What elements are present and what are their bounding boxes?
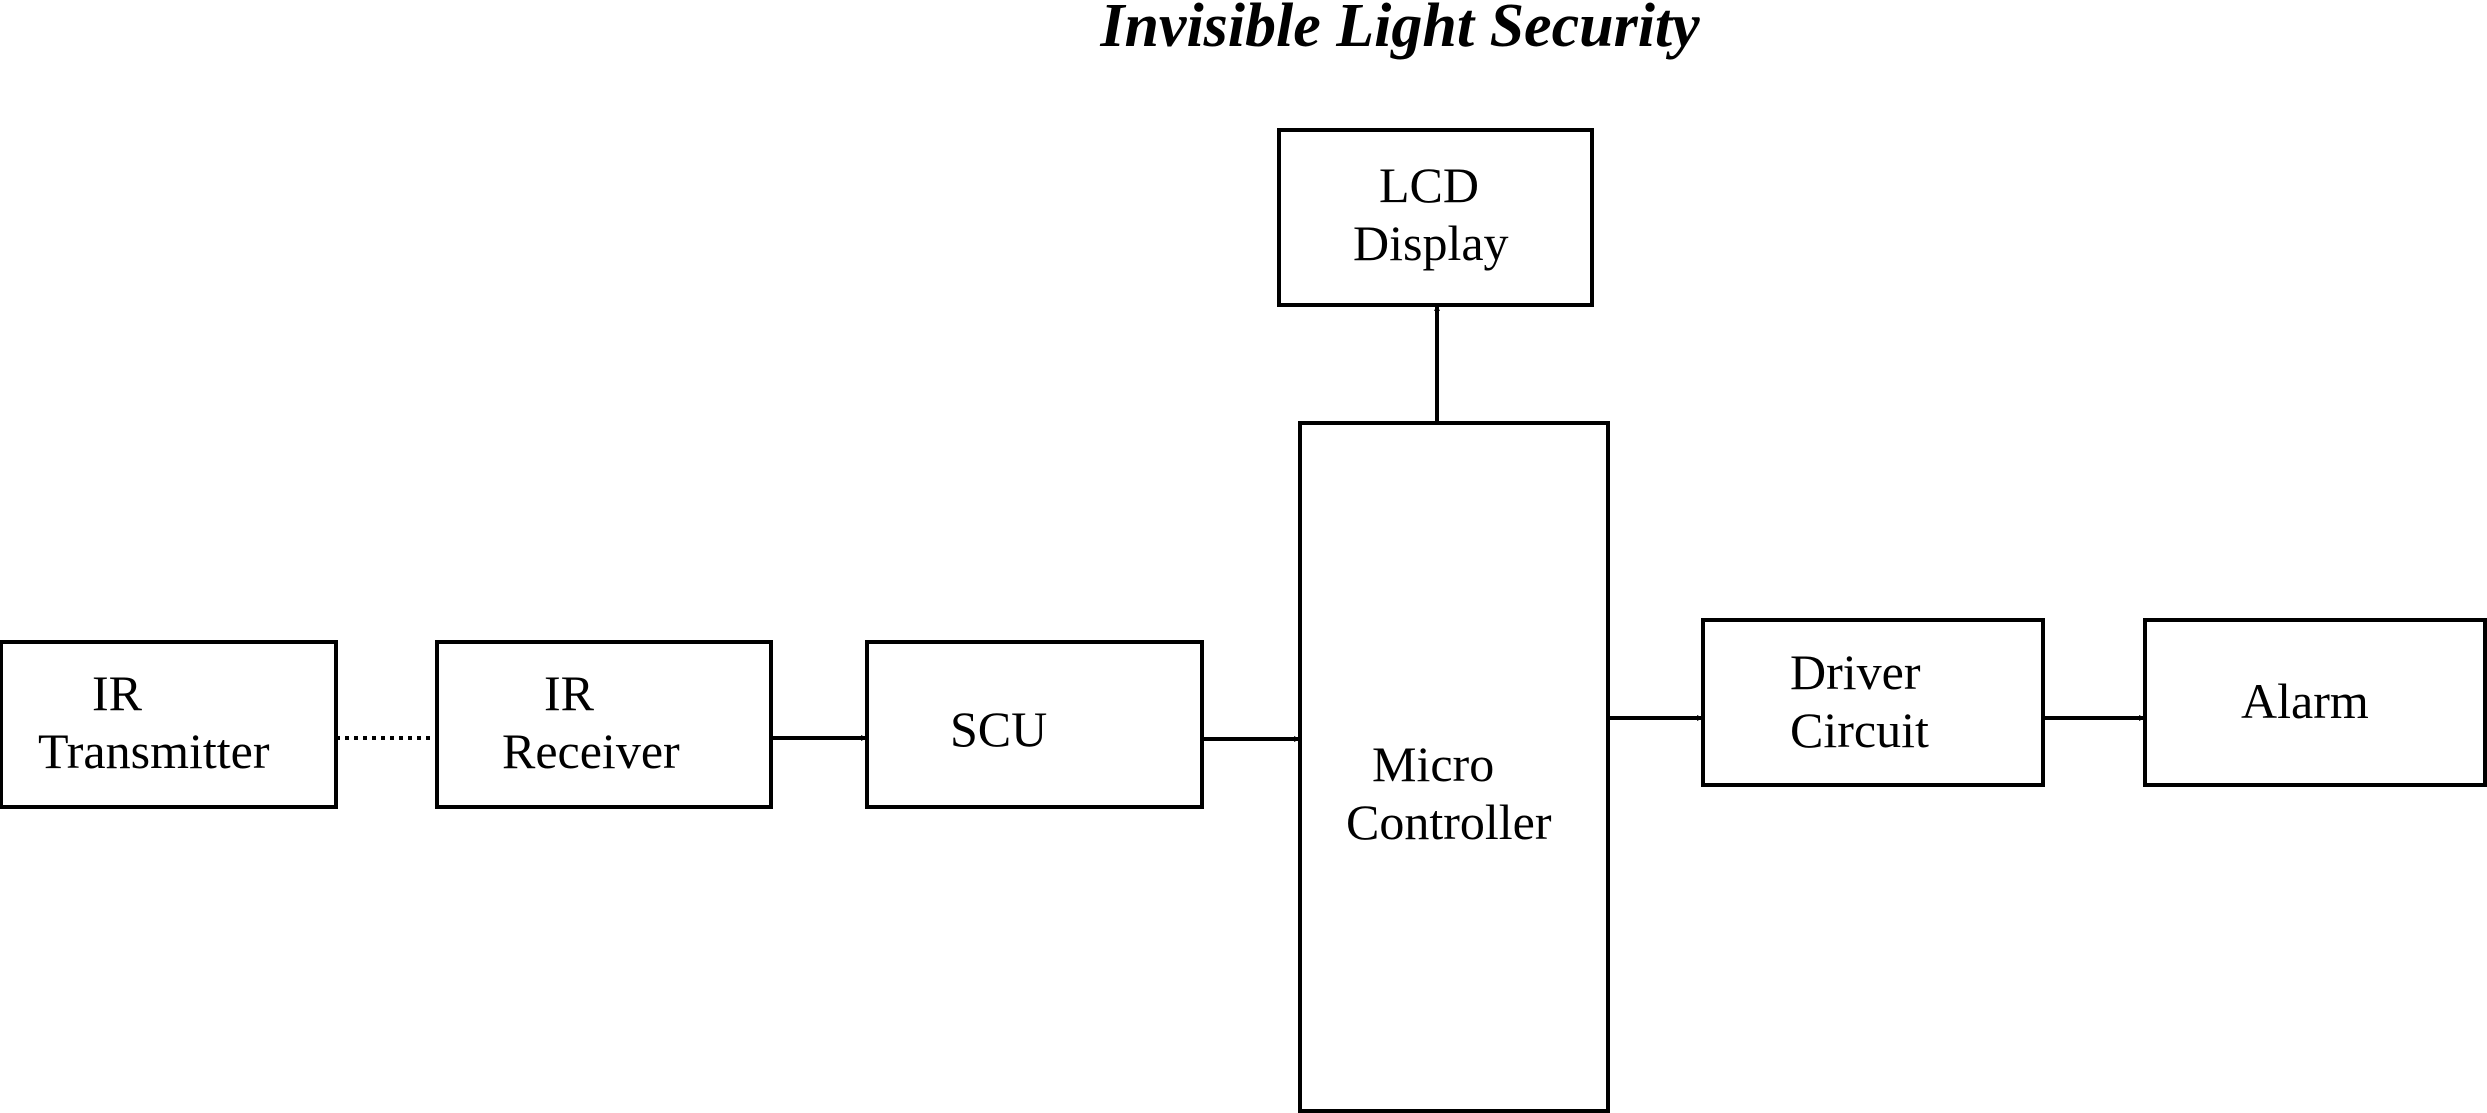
driver-circuit-label-line1: Driver: [1790, 644, 1921, 700]
alarm-label-text: Alarm: [2241, 673, 2369, 729]
scu-label-text: SCU: [950, 701, 1048, 757]
diagram-title: Invisible Light Security: [1100, 0, 1700, 60]
ir-receiver-block: [435, 640, 773, 809]
micro-controller-label-line2: Controller: [1346, 794, 1552, 850]
alarm-label: Alarm: [2241, 672, 2369, 730]
ir-receiver-label: IR Receiver: [502, 664, 680, 780]
lcd-display-label: LCD Display: [1353, 156, 1509, 272]
alarm-block: [2143, 618, 2487, 787]
ir-transmitter-label-line2: Transmitter: [38, 723, 270, 779]
lcd-display-label-line1: LCD: [1379, 157, 1479, 213]
ir-transmitter-label: IR Transmitter: [38, 664, 270, 780]
ir-transmitter-label-line1: IR: [92, 665, 142, 721]
lcd-display-label-line2: Display: [1353, 215, 1509, 271]
driver-circuit-label: Driver Circuit: [1790, 643, 1929, 759]
micro-controller-label-line1: Micro: [1372, 736, 1495, 792]
ir-receiver-label-line1: IR: [544, 665, 594, 721]
scu-label: SCU: [950, 700, 1047, 758]
ir-transmitter-block: [0, 640, 338, 809]
micro-controller-block: [1298, 421, 1610, 1113]
driver-circuit-block: [1701, 618, 2045, 787]
ir-receiver-label-line2: Receiver: [502, 723, 680, 779]
micro-controller-label: Micro Controller: [1346, 735, 1552, 851]
scu-block: [865, 640, 1204, 809]
driver-circuit-label-line2: Circuit: [1790, 702, 1929, 758]
